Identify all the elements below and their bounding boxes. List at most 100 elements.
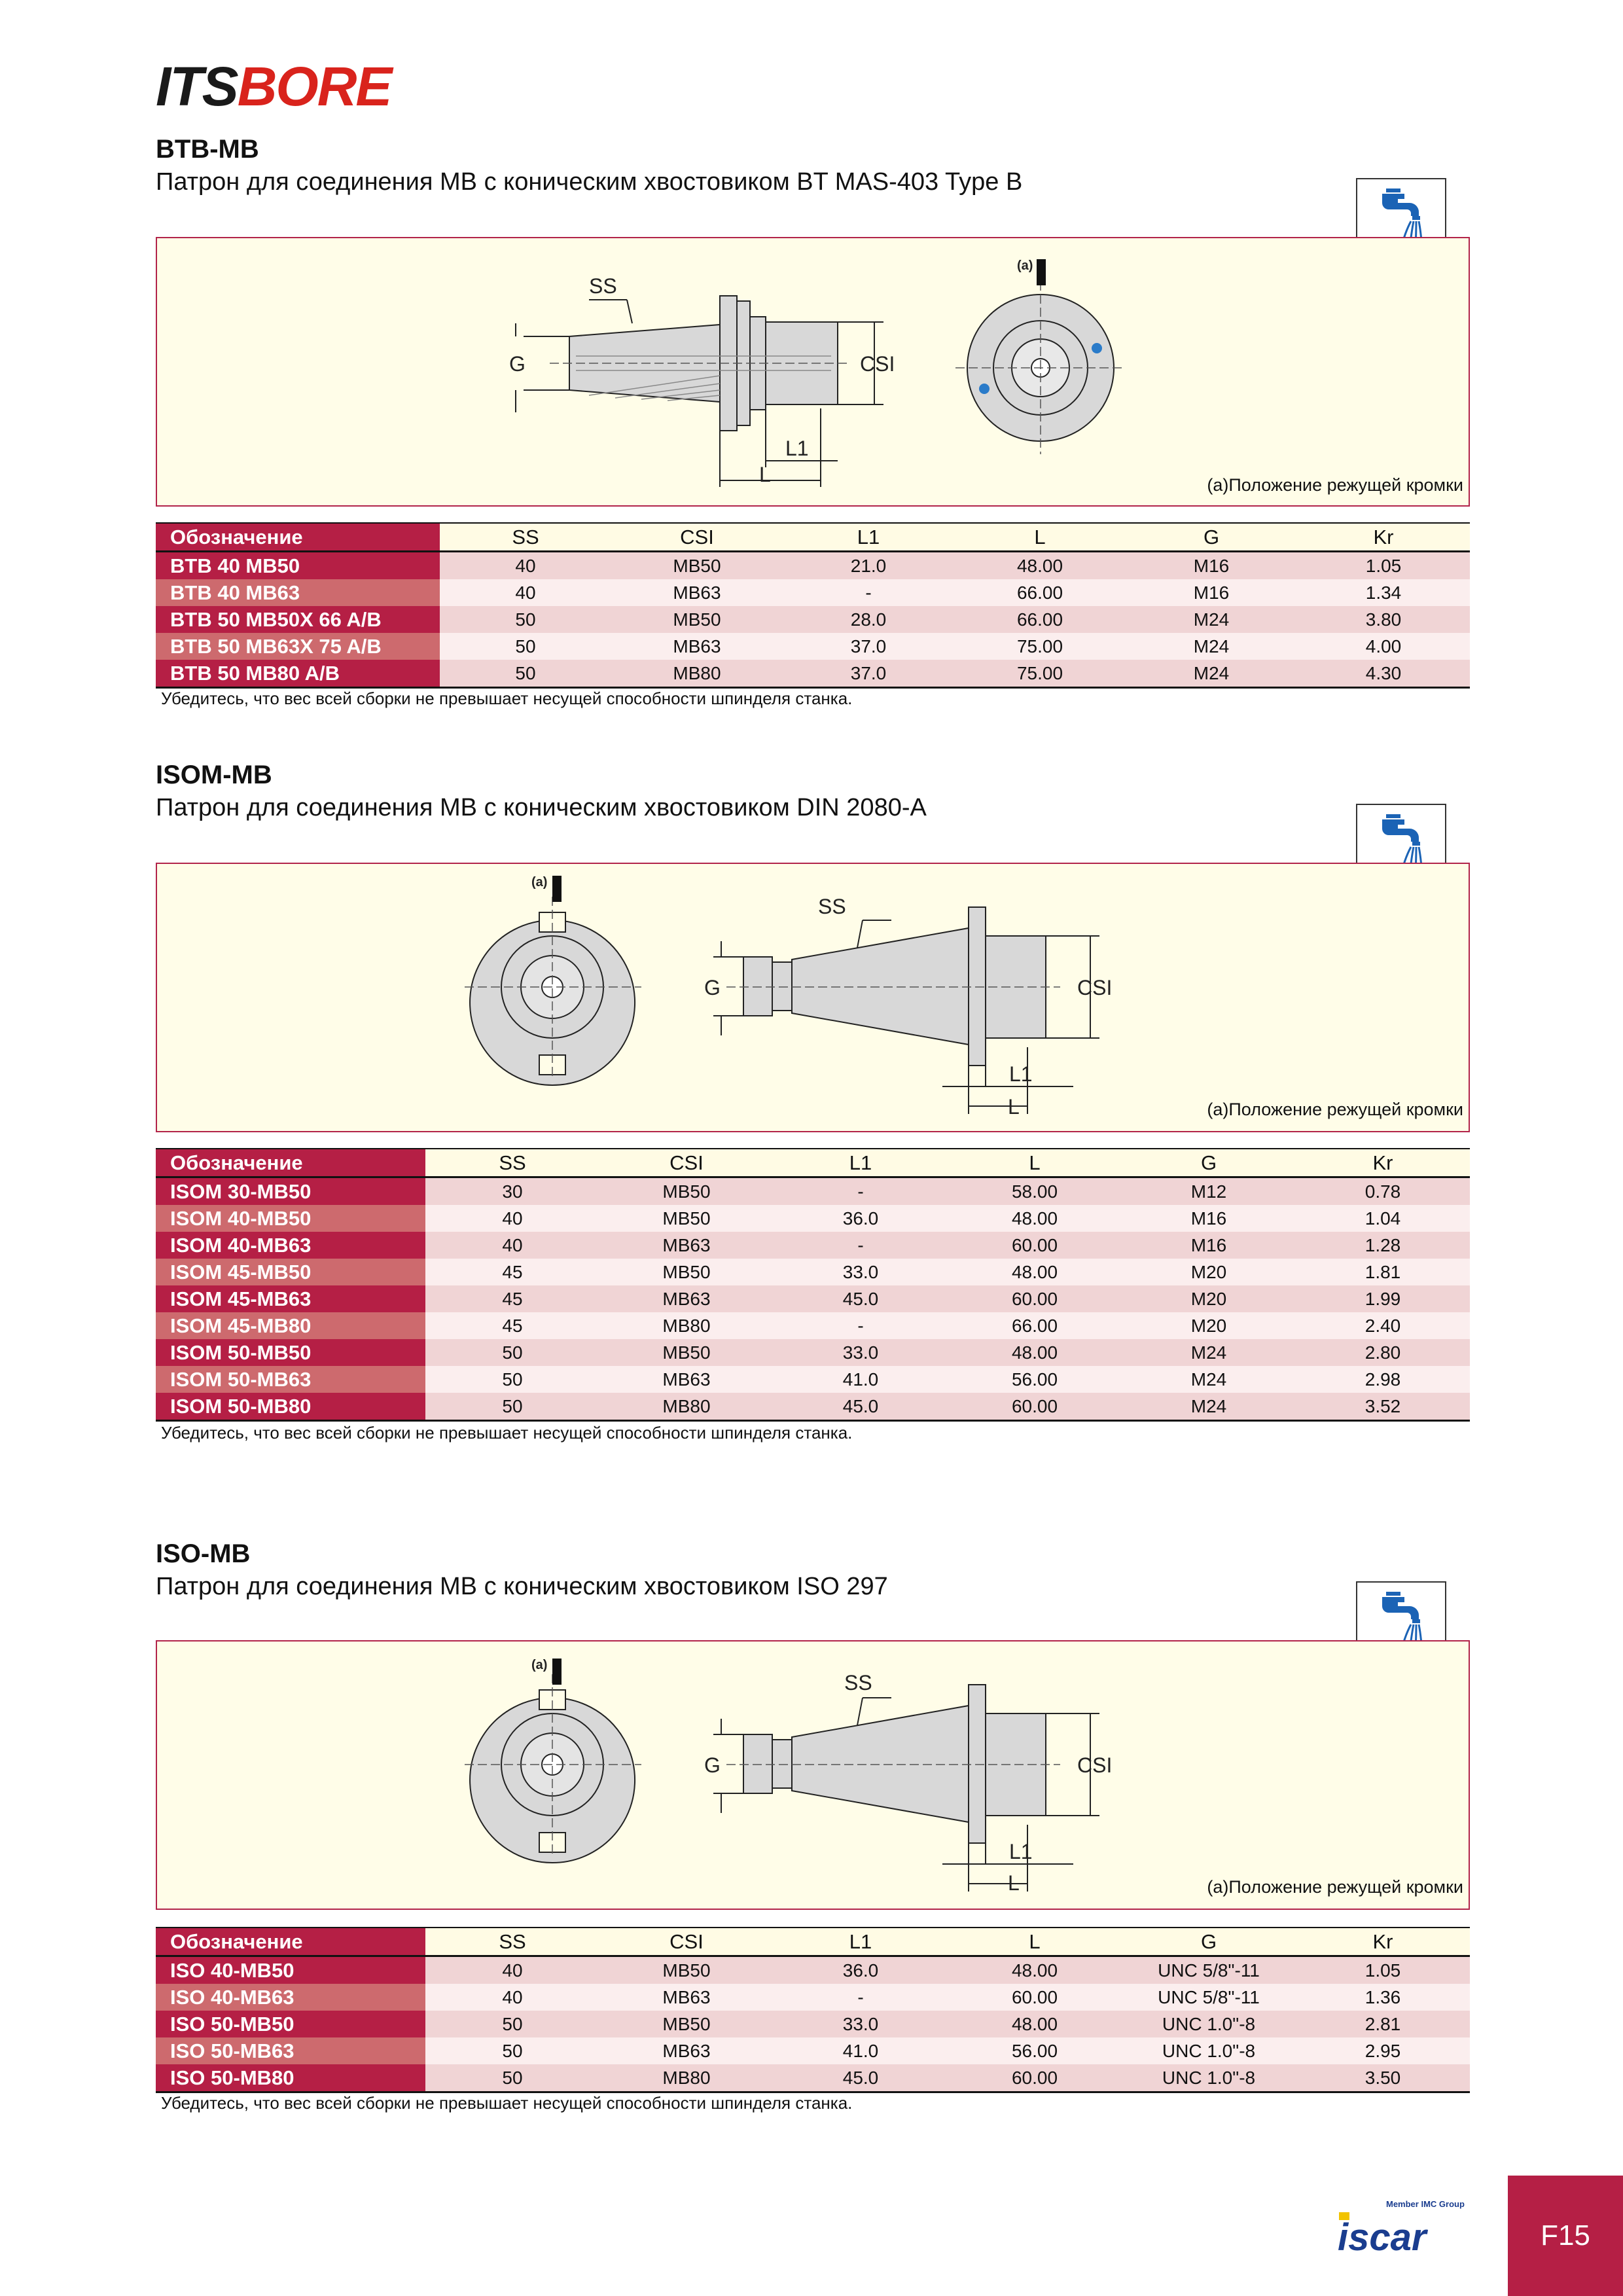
svg-text:iscar: iscar	[1338, 2216, 1429, 2255]
table-cell: -	[783, 579, 954, 606]
column-header: L1	[774, 1148, 948, 1178]
table-cell: M24	[1122, 1393, 1296, 1422]
table-cell: MB63	[599, 1984, 774, 2011]
table-cell: MB63	[599, 1366, 774, 1393]
column-header: G	[1126, 522, 1297, 552]
table-cell: M16	[1122, 1205, 1296, 1232]
table-cell: 40	[440, 551, 611, 579]
table-cell: 21.0	[783, 551, 954, 579]
table-cell: 48.00	[948, 1205, 1122, 1232]
table-cell: 2.81	[1296, 2011, 1470, 2037]
table-cell: 0.78	[1296, 1177, 1470, 1205]
table-cell: 1.99	[1296, 1285, 1470, 1312]
table-cell: 60.00	[948, 2064, 1122, 2093]
table-cell: ISO 50-MB50	[156, 2011, 425, 2037]
table-cell: M20	[1122, 1285, 1296, 1312]
table-cell: MB50	[599, 1339, 774, 1366]
table-cell: 2.95	[1296, 2037, 1470, 2064]
table-cell: 1.28	[1296, 1232, 1470, 1259]
column-header: G	[1122, 1927, 1296, 1957]
table-cell: 40	[440, 579, 611, 606]
table-cell: 75.00	[954, 660, 1126, 689]
table-cell: MB63	[611, 633, 783, 660]
column-header: CSI	[599, 1148, 774, 1178]
cutting-edge-note: (a)Положение режущей кромки	[1207, 1100, 1463, 1119]
table-cell: MB50	[599, 2011, 774, 2037]
table-cell: 2.40	[1296, 1312, 1470, 1339]
a-marker-label: (a)	[531, 875, 547, 889]
ss-label: SS	[589, 274, 617, 298]
table-cell: 60.00	[948, 1232, 1122, 1259]
column-header: Обозначение	[156, 522, 440, 552]
table-cell: 60.00	[948, 1285, 1122, 1312]
table-cell: 41.0	[774, 2037, 948, 2064]
table-cell: 66.00	[948, 1312, 1122, 1339]
drawing-panel: SS G CSI L1 L (a) (a)Положение режущей к…	[156, 237, 1470, 507]
svg-text:Member IMC Group: Member IMC Group	[1386, 2199, 1465, 2209]
table-cell: 50	[440, 633, 611, 660]
cutting-edge-note: (a)Положение режущей кромки	[1207, 475, 1463, 495]
table-cell: M24	[1126, 606, 1297, 633]
column-header: SS	[440, 522, 611, 552]
table-cell: MB50	[599, 1205, 774, 1232]
g-label: G	[704, 1753, 721, 1777]
table-cell: UNC 1.0"-8	[1122, 2011, 1296, 2037]
table-cell: M24	[1122, 1366, 1296, 1393]
section-title: ISOM-MB	[156, 761, 272, 789]
l1-label: L1	[1009, 1062, 1033, 1086]
table-header: Обозначение SS CSI L1 L G Kr	[156, 1927, 1470, 1957]
table-cell: MB80	[599, 1393, 774, 1422]
table-header: Обозначение SS CSI L1 L G Kr	[156, 1148, 1470, 1178]
section-description: Патрон для соединения MB с коническим хв…	[156, 168, 1023, 196]
table-cell: 1.04	[1296, 1205, 1470, 1232]
table-cell: 50	[440, 660, 611, 689]
table-cell: 40	[425, 1956, 599, 1984]
column-header: SS	[425, 1148, 599, 1178]
table-cell: ISO 40-MB63	[156, 1984, 425, 2011]
table-cell: M20	[1122, 1312, 1296, 1339]
table-cell: 1.81	[1296, 1259, 1470, 1285]
ss-label: SS	[844, 1671, 872, 1695]
isom-mb-drawing: (a) SS G CSI L1 L	[465, 875, 1112, 1119]
table-cell: 60.00	[948, 1984, 1122, 2011]
column-header: CSI	[611, 522, 783, 552]
iscar-logo: Member IMC Group iscar	[1335, 2197, 1472, 2259]
table-cell: M12	[1122, 1177, 1296, 1205]
btb-mb-drawing: SS G CSI L1 L (a)	[509, 259, 1126, 487]
table-cell: 48.00	[948, 2011, 1122, 2037]
column-header: L1	[774, 1927, 948, 1957]
table-cell: BTB 40 MB50	[156, 551, 440, 579]
l-label: L	[1008, 1871, 1020, 1895]
table-cell: MB63	[599, 1285, 774, 1312]
l-label: L	[1008, 1095, 1020, 1119]
table-cell: BTB 40 MB63	[156, 579, 440, 606]
a-marker-label: (a)	[531, 1658, 547, 1672]
table-cell: 66.00	[954, 579, 1126, 606]
table-cell: 33.0	[774, 1339, 948, 1366]
table-cell: MB50	[599, 1259, 774, 1285]
table-cell: 33.0	[774, 2011, 948, 2037]
l-label: L	[759, 463, 771, 486]
ss-label: SS	[818, 895, 846, 918]
table-cell: 45	[425, 1259, 599, 1285]
table-cell: M24	[1122, 1339, 1296, 1366]
table-cell: 45.0	[774, 2064, 948, 2093]
table-cell: 58.00	[948, 1177, 1122, 1205]
l1-label: L1	[785, 437, 809, 460]
spec-table-iso: Обозначение SS CSI L1 L G Kr ISO 40-MB50…	[156, 1927, 1470, 2093]
table-cell: 28.0	[783, 606, 954, 633]
table-cell: ISOM 45-MB50	[156, 1259, 425, 1285]
table-cell: 56.00	[948, 2037, 1122, 2064]
column-header: Kr	[1296, 1148, 1470, 1178]
weight-note: Убедитесь, что вес всей сборки не превыш…	[161, 1423, 853, 1443]
table-cell: -	[774, 1177, 948, 1205]
